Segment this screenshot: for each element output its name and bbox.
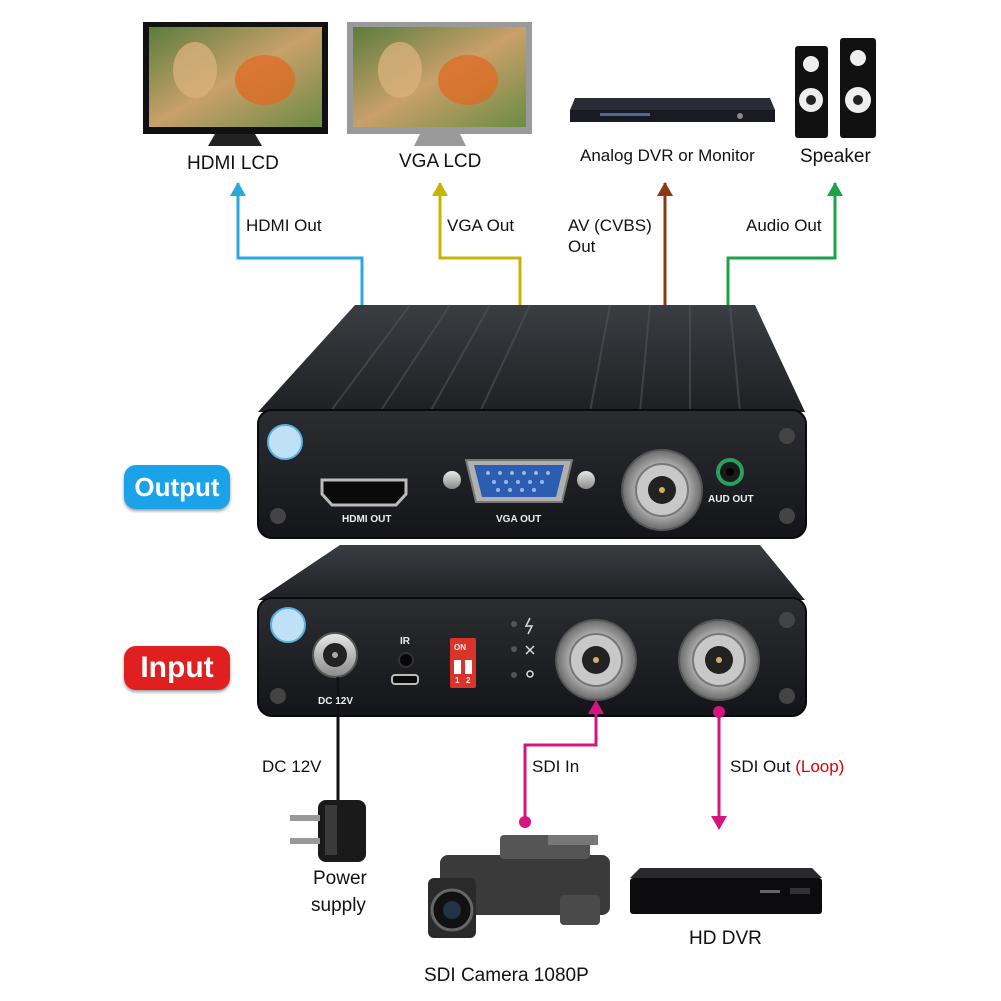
av-out-label-line1: AV (CVBS) <box>568 216 652 235</box>
av-out-label-line2: Out <box>568 237 596 256</box>
input-unit <box>257 545 807 717</box>
hdmi-port <box>320 478 408 507</box>
sdi-in-line <box>519 700 604 828</box>
speakers <box>795 38 876 138</box>
sdi-out-text: SDI Out <box>730 757 791 776</box>
output-unit <box>257 304 807 539</box>
qc-passed-sticker <box>267 424 303 460</box>
micro-usb-port <box>391 674 419 685</box>
hd-dvr-device <box>630 868 822 914</box>
dip-switch <box>450 638 476 688</box>
qc-passed-sticker-2 <box>270 607 306 643</box>
sdi-out-label: SDI Out (Loop) <box>730 757 844 777</box>
speaker-label: Speaker <box>800 146 871 167</box>
sdi-in-label: SDI In <box>532 757 580 776</box>
power-supply-label-line1: Power <box>313 868 367 889</box>
sdi-camera <box>428 835 610 938</box>
panel-dip-2: 2 <box>466 676 471 685</box>
hd-dvr-label: HD DVR <box>689 928 762 949</box>
panel-ir: IR <box>400 636 410 647</box>
panel-hdmi-out: HDMI OUT <box>342 514 392 525</box>
panel-dc-12v: DC 12V <box>318 696 354 707</box>
sdi-camera-label: SDI Camera 1080P <box>424 965 589 986</box>
power-supply-label-line2: supply <box>311 895 366 916</box>
hdmi-lcd-monitor <box>143 22 328 146</box>
ir-receiver <box>398 652 414 668</box>
panel-vga-out: VGA OUT <box>496 514 542 525</box>
power-adapter <box>290 800 366 862</box>
audio-out-label: Audio Out <box>746 216 822 235</box>
panel-aud-out: AUD OUT <box>708 494 754 505</box>
vga-lcd-monitor <box>347 22 532 146</box>
vga-lcd-label: VGA LCD <box>399 151 482 172</box>
dc-12v-label: DC 12V <box>262 757 322 776</box>
panel-dip-1: 1 <box>455 676 460 685</box>
analog-dvr-device <box>570 98 775 122</box>
panel-dip-on: ON <box>454 643 466 652</box>
input-badge: Input <box>124 646 230 690</box>
vga-out-label: VGA Out <box>447 216 515 235</box>
output-badge: Output <box>124 465 230 509</box>
analog-dvr-label: Analog DVR or Monitor <box>580 146 755 165</box>
hdmi-lcd-label: HDMI LCD <box>187 153 279 174</box>
hdmi-out-label: HDMI Out <box>246 216 322 235</box>
sdi-out-loop-text: (Loop) <box>795 757 845 776</box>
sdi-out-line <box>711 706 727 830</box>
